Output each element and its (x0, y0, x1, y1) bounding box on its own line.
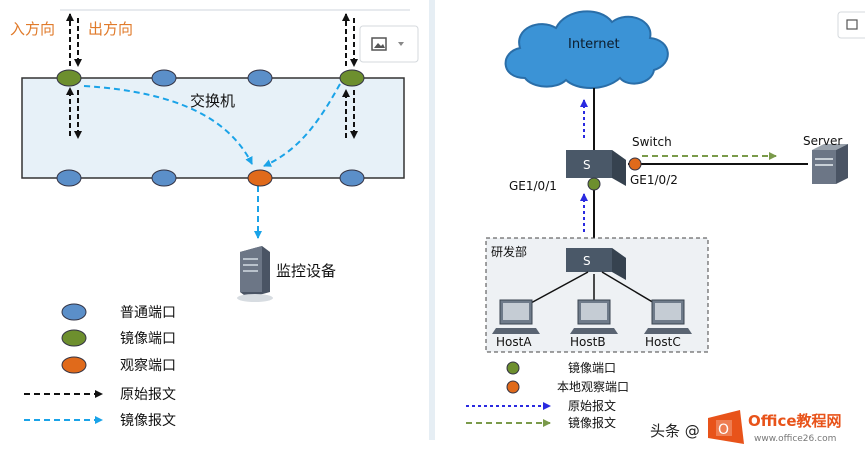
watermark-brand: Office教程网 (748, 412, 842, 430)
mirror-arrow-from-right (263, 83, 341, 167)
normal-port (56, 169, 82, 187)
legend-original-packet-label-right: 原始报文 (568, 398, 616, 413)
mirror-port-left (56, 69, 82, 87)
internet-cloud-icon (504, 10, 669, 89)
watermark-source: 头条 @ (650, 422, 700, 440)
image-placeholder-icon[interactable] (371, 37, 387, 51)
svg-text:S: S (583, 254, 591, 268)
legend-normal-port-swatch (61, 303, 87, 321)
legend-mirror-port-swatch-right (506, 361, 520, 375)
switch-box (21, 77, 405, 179)
legend-mirror-packet-label: 镜像报文 (120, 413, 176, 429)
host-a-icon (492, 299, 540, 334)
server-icon (812, 144, 848, 184)
left-panel (0, 0, 436, 440)
svg-text:S: S (583, 158, 591, 172)
legend-observe-port-label-right: 本地观察端口 (557, 380, 629, 394)
left-legend: 普通端口 镜像端口 观察端口 原始报文 镜像报文 (24, 303, 176, 429)
dept-switch-icon: S (566, 248, 626, 280)
monitor-label: 监控设备 (276, 262, 336, 280)
host-b-icon (570, 299, 618, 334)
port-ge102-label: GE1/0/2 (630, 173, 678, 187)
switch-label-right: Switch (632, 135, 672, 149)
host-a-label: HostA (496, 335, 532, 349)
port-ge101-label: GE1/0/1 (509, 179, 557, 193)
image-placeholder-icon[interactable] (846, 19, 858, 30)
image-toolbar[interactable] (359, 25, 419, 63)
watermark: 头条 @ O Office教程网 www.office26.com (650, 410, 842, 444)
normal-port (339, 169, 365, 187)
right-legend: 镜像端口 本地观察端口 原始报文 镜像报文 (466, 360, 629, 430)
image-toolbar-right[interactable] (837, 11, 865, 39)
legend-normal-port-label: 普通端口 (120, 305, 176, 321)
normal-port (247, 69, 273, 87)
watermark-url: www.office26.com (754, 434, 836, 444)
server-label: Server (803, 134, 842, 148)
host-b-label: HostB (570, 335, 606, 349)
mirror-port-ge101 (587, 177, 601, 191)
normal-port (151, 169, 177, 187)
switch-label: 交换机 (190, 92, 235, 110)
core-switch-icon: S (566, 150, 626, 186)
dept-label: 研发部 (491, 244, 527, 259)
mirror-arrow-from-left (83, 85, 253, 165)
legend-observe-port-swatch-right (506, 380, 520, 394)
internet-label: Internet (568, 37, 620, 52)
host-c-icon (644, 299, 692, 334)
host-c-label: HostC (645, 335, 681, 349)
svg-text:O: O (718, 422, 729, 438)
observe-port (247, 169, 273, 187)
legend-mirror-port-label: 镜像端口 (120, 331, 176, 347)
monitor-server-icon (237, 246, 273, 302)
out-direction-label: 出方向 (88, 20, 133, 38)
normal-port (151, 69, 177, 87)
in-direction-label: 入方向 (10, 20, 55, 38)
office-logo-icon: O (708, 410, 744, 444)
chevron-down-icon[interactable] (398, 42, 404, 46)
legend-mirror-port-label-right: 镜像端口 (568, 360, 616, 375)
legend-observe-port-swatch (61, 356, 87, 374)
legend-mirror-packet-label-right: 镜像报文 (568, 415, 616, 430)
legend-observe-port-label: 观察端口 (120, 357, 176, 374)
mirror-port-right (339, 69, 365, 87)
legend-original-packet-label: 原始报文 (120, 387, 176, 403)
observe-port-ge102 (628, 157, 642, 171)
legend-mirror-port-swatch (61, 329, 87, 347)
